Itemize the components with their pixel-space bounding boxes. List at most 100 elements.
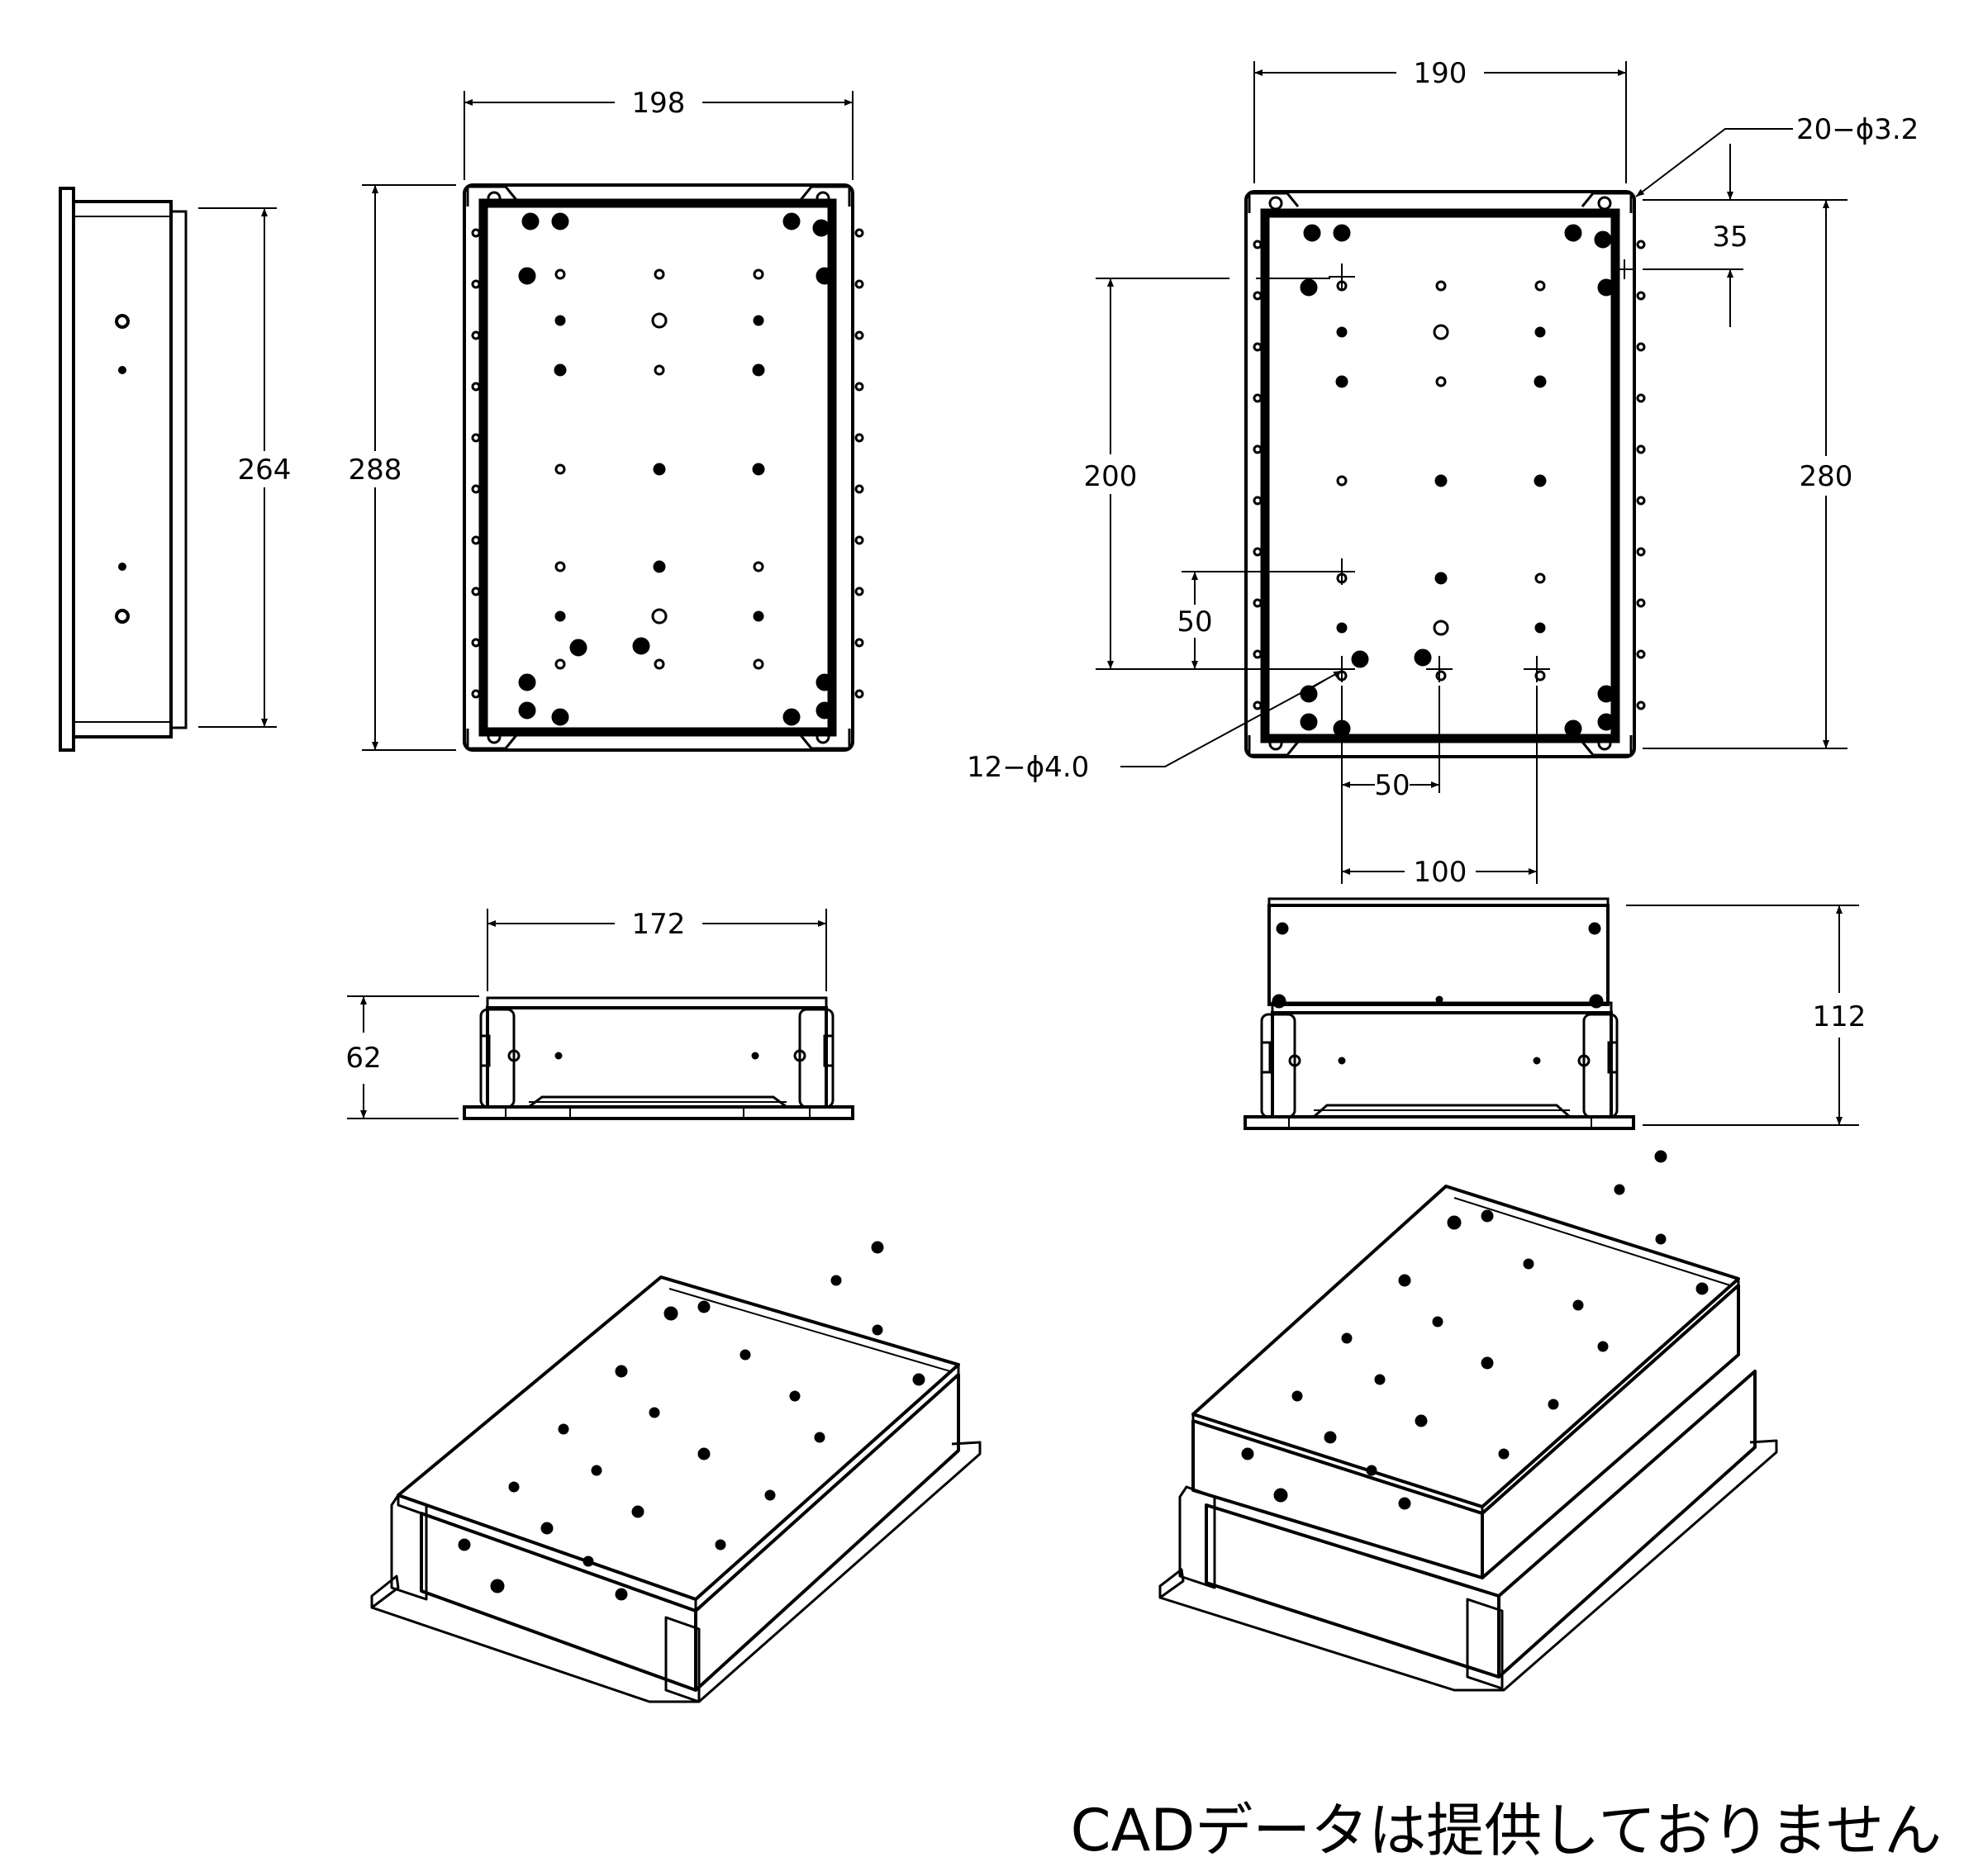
iso-hole (1324, 1431, 1337, 1444)
iso-hole (830, 1275, 842, 1286)
iso-hole (1481, 1209, 1494, 1223)
flange-hole (1636, 240, 1646, 249)
iso-hole (1374, 1374, 1386, 1385)
iso-hole (615, 1588, 628, 1601)
plate-hole (753, 315, 764, 326)
flange-hole (1253, 496, 1263, 506)
plate-hole (1534, 622, 1546, 634)
plate-hole (521, 212, 540, 230)
plate-hole (653, 560, 666, 573)
flange-hole (1253, 393, 1263, 403)
iso-hole (1597, 1341, 1609, 1352)
plate-hole (1434, 572, 1448, 585)
plate-hole (1564, 720, 1582, 738)
plate-hole (1351, 650, 1369, 668)
iso-hole (1548, 1399, 1559, 1410)
corner-hole (1597, 196, 1612, 211)
iso-hole (490, 1579, 505, 1593)
dim-198: 198 (632, 87, 686, 120)
isometric-view-low-holes (458, 1241, 925, 1601)
plate-hole (1534, 572, 1546, 584)
flange-hole (471, 330, 481, 340)
dim-112: 112 (1813, 1000, 1866, 1033)
iso-hole (1655, 1233, 1667, 1245)
iso-hole (1341, 1332, 1353, 1344)
iso-hole (715, 1539, 726, 1551)
side-view (59, 187, 188, 752)
isometric-view-tall-holes (1241, 1150, 1709, 1510)
iso-hole (912, 1373, 925, 1386)
center-marks (1329, 259, 1634, 682)
flange-hole (854, 587, 864, 596)
dim-288: 288 (349, 454, 402, 487)
flange-hole (1636, 342, 1646, 352)
isometric-view-low (370, 1275, 982, 1703)
corner-hole (816, 729, 830, 744)
plate-hole (782, 212, 801, 230)
plate-hole (654, 268, 665, 280)
front-view-holes (471, 191, 864, 744)
footer-note: CADデータは提供しておりません (1071, 1797, 1942, 1864)
flange-hole (471, 638, 481, 648)
flange-hole (1253, 240, 1263, 249)
iso-hole (649, 1407, 660, 1418)
flange-hole (1636, 444, 1646, 454)
iso-hole (1695, 1282, 1709, 1295)
flange-hole (854, 330, 864, 340)
iso-hole (615, 1365, 628, 1378)
callout-12-holes: 12−ϕ4.0 (967, 751, 1089, 784)
plate-hole (1303, 224, 1321, 242)
iso-hole (789, 1390, 801, 1402)
flange-hole (854, 382, 864, 392)
plate-hole (554, 561, 566, 572)
plate-hole (554, 315, 566, 326)
plate-hole (1335, 375, 1348, 388)
plate-hole (1336, 475, 1348, 487)
iso-hole (1398, 1497, 1411, 1510)
flange-hole (471, 535, 481, 545)
flange-hole (1253, 342, 1263, 352)
iso-hole (1614, 1184, 1625, 1195)
dim-50-horizontal: 50 (1374, 769, 1410, 802)
isometric-view-tall (1158, 1185, 1778, 1692)
flange-hole (1636, 649, 1646, 659)
iso-hole (1654, 1150, 1667, 1163)
iso-hole (458, 1538, 471, 1551)
dim-172: 172 (632, 908, 686, 941)
flange-hole (1636, 393, 1646, 403)
iso-hole (663, 1306, 678, 1321)
iso-hole (540, 1522, 554, 1535)
plate-hole (1333, 224, 1351, 242)
plate-hole (1597, 278, 1615, 297)
plate-hole (753, 658, 764, 670)
iso-hole (583, 1555, 594, 1567)
dim-100: 100 (1414, 856, 1467, 889)
plate-hole (551, 708, 569, 726)
corner-hole (487, 729, 502, 744)
plate-hole (752, 463, 765, 476)
flange-hole (1636, 547, 1646, 557)
plate-hole (1534, 474, 1547, 487)
plate-hole (753, 268, 764, 280)
plate-hole (752, 363, 765, 377)
plate-hole (632, 637, 650, 655)
plate-hole (551, 212, 569, 230)
iso-hole (1498, 1448, 1510, 1460)
elevation-tall (1244, 897, 1635, 1130)
flange-hole (854, 535, 864, 545)
flange-hole (471, 228, 481, 238)
plate-hole (1534, 375, 1547, 388)
plate-hole (1434, 474, 1448, 487)
flange-hole (1253, 649, 1263, 659)
flange-hole (471, 587, 481, 596)
iso-hole (1366, 1465, 1377, 1476)
plate-hole (554, 363, 567, 377)
dim-200: 200 (1084, 460, 1138, 493)
iso-hole (697, 1447, 711, 1460)
corner-hole (1597, 736, 1612, 751)
iso-hole (1273, 1488, 1288, 1503)
plate-hole (753, 610, 764, 622)
iso-hole (1447, 1215, 1462, 1230)
dim-264: 264 (238, 454, 292, 487)
flange-hole (1636, 496, 1646, 506)
